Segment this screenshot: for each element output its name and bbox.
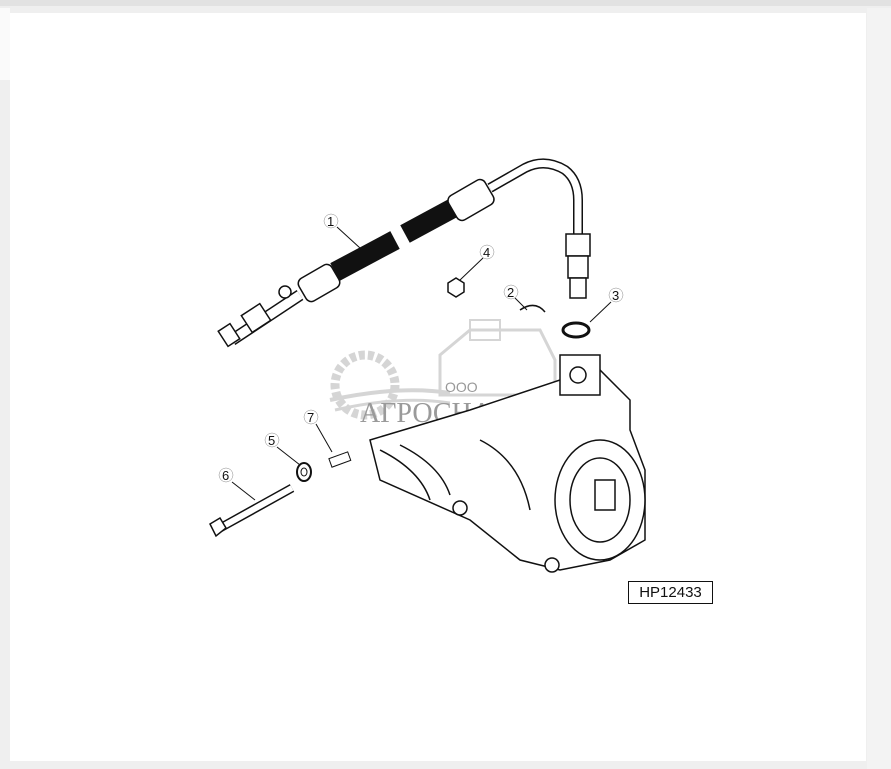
callout-4: 4	[483, 245, 490, 260]
left-panel	[0, 8, 10, 80]
callout-5: 5	[268, 433, 275, 448]
callout-6: 6	[222, 468, 229, 483]
bolt	[209, 484, 295, 538]
watermark-logo	[329, 319, 557, 420]
watermark-prefix: ООО	[445, 379, 478, 395]
diagram-card	[10, 13, 866, 761]
nut	[447, 277, 465, 298]
hose-assembly	[217, 158, 591, 348]
figure-id-label: HP12433	[628, 581, 713, 604]
clip	[519, 304, 546, 313]
o-ring	[561, 321, 591, 339]
callout-3: 3	[612, 288, 619, 303]
pin	[328, 451, 352, 468]
callout-7: 7	[307, 410, 314, 425]
callout-markers	[218, 213, 624, 483]
leader-lines	[231, 226, 612, 501]
compressor	[369, 354, 646, 573]
washer	[296, 462, 312, 482]
scrollbar-track[interactable]	[867, 8, 891, 769]
top-bar	[0, 0, 891, 6]
callout-2: 2	[507, 285, 514, 300]
callout-1: 1	[327, 214, 334, 229]
